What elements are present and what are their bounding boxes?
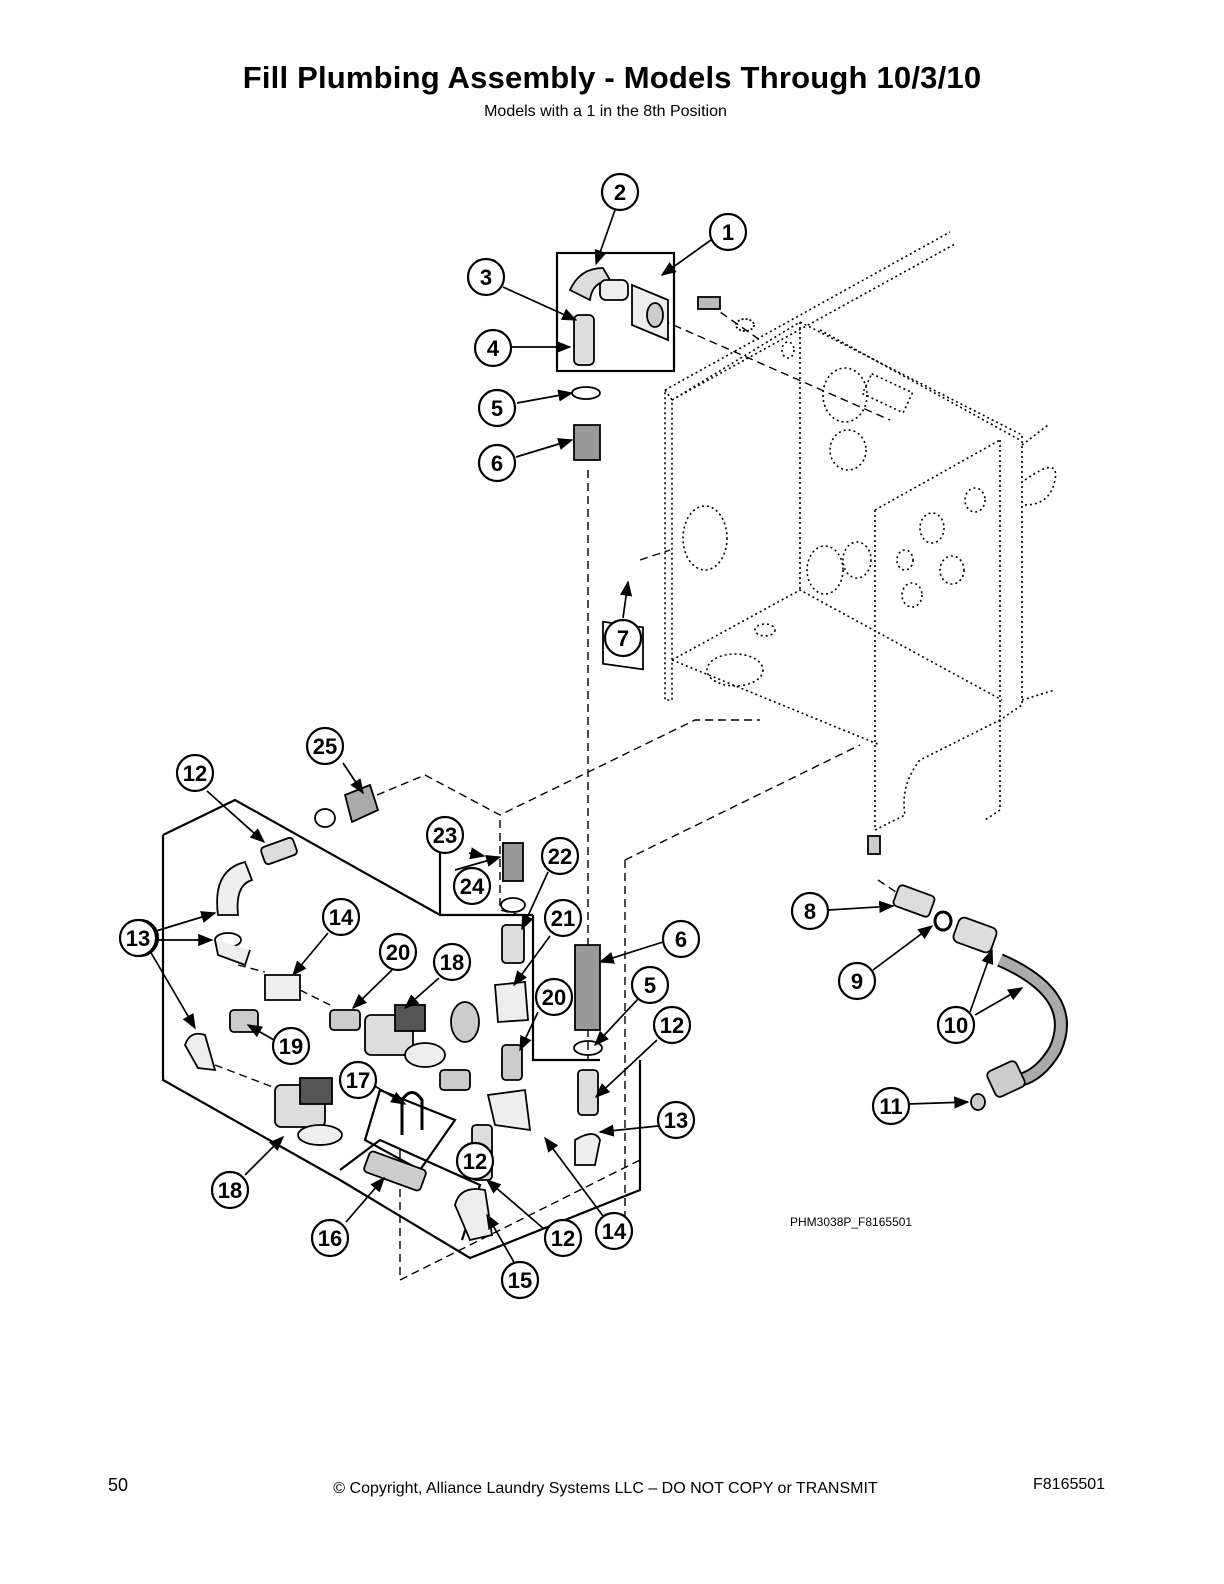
parts [184, 267, 1068, 1242]
callout-balloon [837, 961, 877, 1001]
callout-balloon [473, 328, 513, 368]
callout-number: 13 [664, 1108, 688, 1133]
callout-balloon [652, 1005, 692, 1045]
callout-number: 23 [433, 823, 457, 848]
callout-number: 16 [318, 1226, 342, 1251]
leader-arrows [149, 209, 1024, 1265]
callout-balloon [432, 942, 472, 982]
callout-number: 5 [491, 396, 503, 421]
callout-number: 12 [183, 761, 207, 786]
callout-number: 18 [218, 1178, 242, 1203]
callout-number: 14 [602, 1219, 627, 1244]
callout-balloon [871, 1086, 911, 1126]
callout-balloon [936, 1005, 976, 1045]
callout-number: 15 [508, 1268, 532, 1293]
page-number: 50 [108, 1475, 129, 1495]
callout-balloon [452, 866, 492, 906]
hose [573, 424, 601, 461]
callout-number: 7 [617, 626, 629, 651]
callout-balloon [594, 1211, 634, 1251]
callout-balloon [543, 1218, 583, 1258]
callout-number: 14 [329, 905, 354, 930]
callout-balloon [455, 1141, 495, 1181]
callout-balloons: 1234567891011121212121313141415161718181… [118, 172, 976, 1300]
callout-number: 12 [463, 1149, 487, 1174]
callout-balloon [661, 919, 701, 959]
callout-balloon [477, 443, 517, 483]
page-title: Fill Plumbing Assembly - Models Through … [242, 60, 982, 95]
callout-number: 6 [675, 927, 687, 952]
callout-balloon [790, 891, 830, 931]
callout-balloon [321, 897, 361, 937]
callout-number: 19 [279, 1034, 303, 1059]
callout-balloon [477, 388, 517, 428]
callout-balloon [540, 836, 580, 876]
callout-number: 11 [879, 1094, 902, 1119]
callout-balloon [425, 815, 465, 855]
callout-balloon [310, 1218, 350, 1258]
callout-balloon [600, 172, 640, 212]
callout-number: 1 [722, 220, 734, 245]
callout-number: 20 [542, 985, 566, 1010]
callout-number: 5 [644, 973, 656, 998]
callout-balloon [534, 977, 574, 1017]
callout-number: 2 [614, 180, 626, 205]
callout-balloon [338, 1060, 378, 1100]
callout-balloon [466, 257, 506, 297]
callout-number: 13 [126, 926, 150, 951]
drawing-reference: PHM3038P_F8165501 [790, 1215, 912, 1229]
callout-number: 22 [548, 844, 572, 869]
callout-balloon [210, 1170, 250, 1210]
page-subtitle: Models with a 1 in the 8th Position [484, 103, 727, 120]
callout-number: 18 [440, 950, 464, 975]
document-code: F8165501 [1033, 1476, 1106, 1493]
hose-barb [573, 314, 595, 366]
cabinet-frame [664, 231, 1057, 832]
callout-number: 25 [313, 734, 337, 759]
callout-balloon [708, 212, 748, 252]
callout-number: 17 [346, 1068, 370, 1093]
callout-number: 24 [460, 874, 485, 899]
callout-balloon [378, 932, 418, 972]
callout-number: 9 [851, 969, 863, 994]
callout-balloon [603, 618, 643, 658]
callout-balloon [271, 1026, 311, 1066]
callout-balloon [175, 753, 215, 793]
callout-balloon [500, 1260, 540, 1300]
callout-number: 12 [660, 1013, 684, 1038]
callout-number: 8 [804, 899, 816, 924]
callout-number: 20 [386, 940, 410, 965]
callout-balloon [543, 898, 583, 938]
copyright-notice: © Copyright, Alliance Laundry Systems LL… [333, 1480, 878, 1497]
callout-number: 21 [551, 906, 575, 931]
hose-clamp [571, 386, 601, 400]
callout-number: 6 [491, 451, 503, 476]
callout-balloon [118, 918, 158, 958]
callout-number: 10 [944, 1013, 968, 1038]
callout-number: 12 [551, 1226, 575, 1251]
callout-balloon [305, 726, 345, 766]
callout-number: 3 [480, 265, 492, 290]
callout-number: 4 [487, 336, 500, 361]
callout-balloon [630, 965, 670, 1005]
callout-balloon [656, 1100, 696, 1140]
